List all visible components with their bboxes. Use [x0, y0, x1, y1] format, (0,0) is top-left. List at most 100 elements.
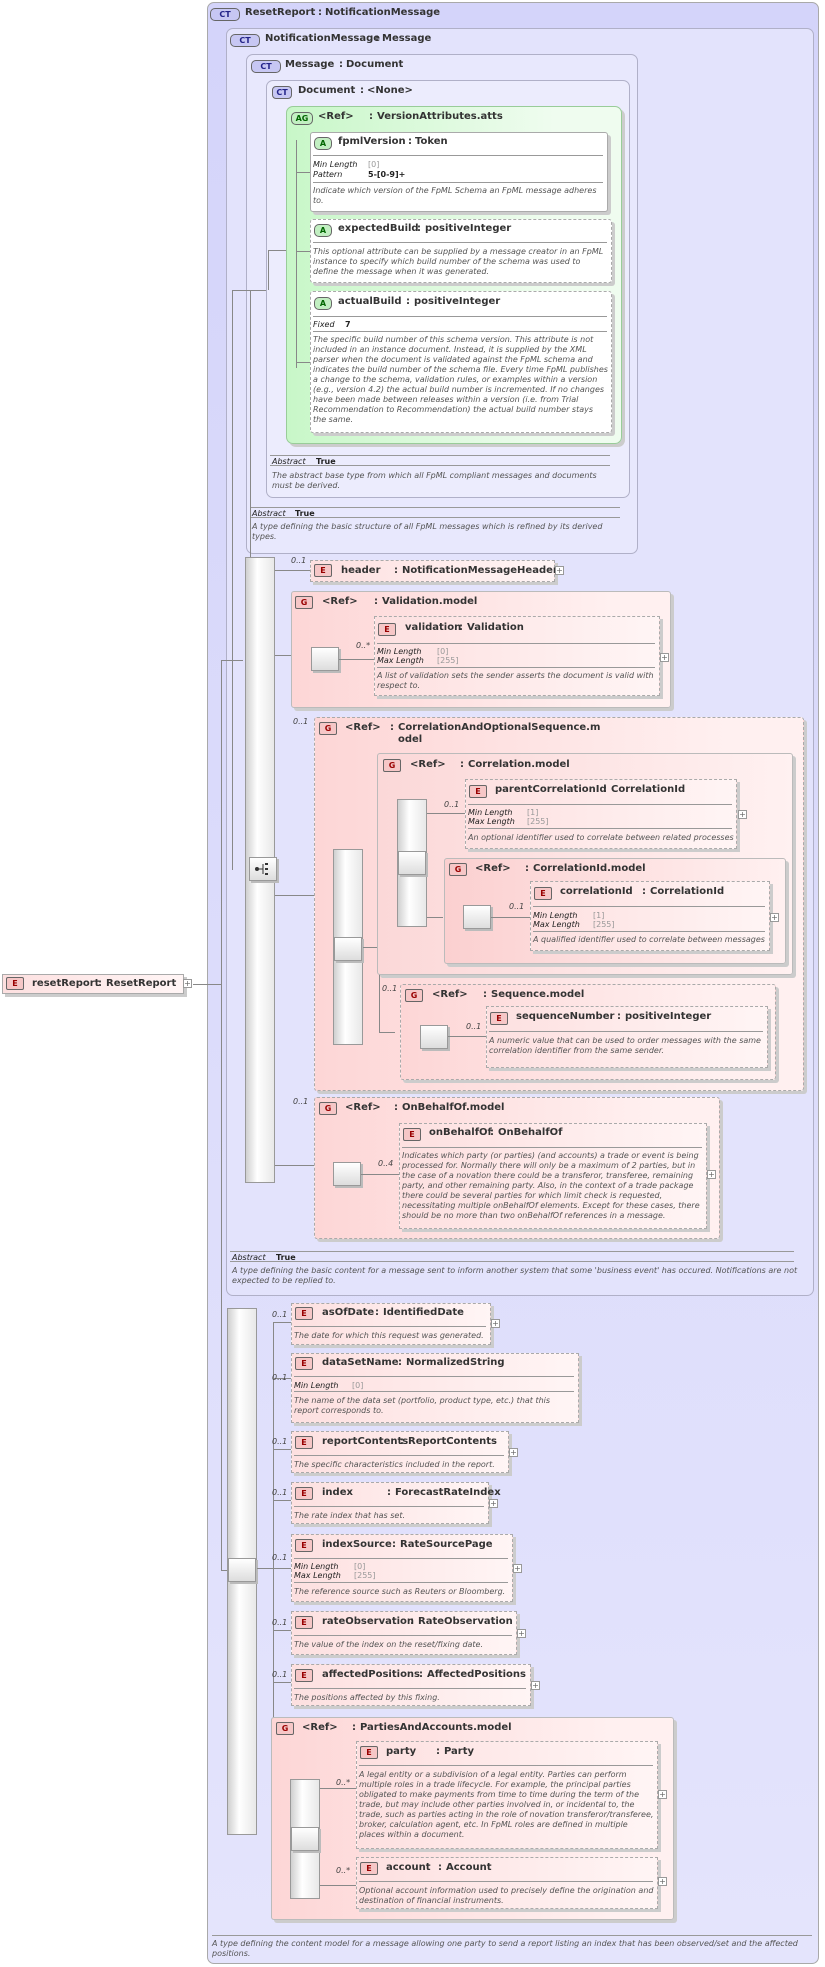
element-correlation-id[interactable] — [530, 881, 770, 951]
sequence-icon[interactable] — [311, 647, 339, 671]
element-report-contents[interactable] — [291, 1431, 509, 1473]
element-badge: E — [295, 1616, 313, 1629]
element-name: parentCorrelationId — [495, 784, 607, 795]
element-party[interactable] — [356, 1741, 658, 1849]
param-label: Min Length — [533, 911, 578, 920]
element-name: indexSource — [322, 1539, 392, 1550]
element-doc: The reference source such as Reuters or … — [294, 1587, 506, 1596]
abstract-label: Abstract — [272, 457, 306, 466]
group-ref: <Ref> — [410, 759, 446, 770]
param-value: 7 — [345, 320, 351, 329]
param-label: Min Length — [377, 647, 422, 656]
element-account[interactable] — [356, 1857, 658, 1909]
sep: : — [392, 1539, 396, 1550]
group-type: Validation.model — [382, 596, 478, 607]
sep: : — [525, 863, 529, 874]
ct-document-type: <None> — [367, 85, 413, 96]
sequence-icon[interactable] — [463, 905, 491, 929]
expand-icon[interactable]: + — [738, 810, 747, 819]
element-data-set-name[interactable] — [291, 1353, 579, 1423]
expand-icon[interactable]: + — [660, 653, 669, 662]
element-header[interactable] — [310, 560, 555, 582]
attr-fpml-name: fpmlVersion — [338, 136, 406, 147]
param-label: Max Length — [533, 920, 580, 929]
param-value: [255] — [354, 1571, 376, 1580]
expand-icon[interactable]: + — [707, 1170, 716, 1179]
element-as-of-date[interactable] — [291, 1303, 491, 1345]
param-label: Fixed — [313, 320, 335, 329]
element-doc: A legal entity or a subdivision of a leg… — [359, 1770, 654, 1839]
ct-reset-report-doc: A type defining the content model for a … — [212, 1939, 798, 1958]
sep: : — [460, 759, 464, 770]
element-name: sequenceNumber — [516, 1011, 615, 1022]
param-value: [1] — [593, 911, 605, 920]
cardinality: 0..1 — [444, 800, 460, 809]
sep: : — [394, 1102, 398, 1113]
expand-icon[interactable]: + — [517, 1629, 526, 1638]
sep: : — [375, 1307, 379, 1318]
element-affected-positions[interactable] — [291, 1664, 531, 1706]
expand-icon[interactable]: + — [513, 1564, 522, 1573]
expand-icon[interactable]: + — [770, 913, 779, 922]
sep: : — [438, 1862, 442, 1873]
sep: : — [617, 1011, 621, 1022]
element-validation[interactable] — [374, 616, 660, 696]
element-badge: E — [490, 1012, 508, 1025]
element-index-source[interactable] — [291, 1534, 513, 1602]
element-rate-observation[interactable] — [291, 1611, 517, 1655]
element-badge: E — [360, 1862, 378, 1875]
expand-icon[interactable]: + — [658, 1877, 667, 1886]
param-label: Max Length — [468, 817, 515, 826]
expand-icon[interactable]: + — [531, 1681, 540, 1690]
sequence-icon[interactable] — [398, 851, 426, 875]
element-sequence-number[interactable] — [486, 1006, 768, 1068]
sep: : — [375, 33, 379, 44]
expand-icon[interactable]: + — [555, 566, 564, 575]
param-value: 5-[0-9]+ — [368, 170, 406, 179]
sep: : — [339, 59, 343, 70]
group-type: Sequence.model — [491, 989, 585, 1000]
sep: : — [390, 722, 394, 733]
group-badge: G — [295, 596, 313, 609]
group-badge: G — [383, 759, 401, 772]
element-index[interactable] — [291, 1482, 489, 1524]
element-name: validation — [405, 622, 462, 633]
expand-icon[interactable]: + — [491, 1319, 500, 1328]
sep: : — [490, 1127, 494, 1138]
group-badge: G — [276, 1722, 294, 1735]
param-value: [1] — [527, 808, 539, 817]
element-name: account — [386, 1862, 431, 1873]
attr-fpml-doc: Indicate which version of the FpML Schem… — [313, 186, 597, 205]
expand-icon[interactable]: + — [509, 1448, 518, 1457]
expand-icon[interactable]: + — [489, 1499, 498, 1508]
sep: : — [642, 886, 646, 897]
sequence-icon[interactable] — [334, 937, 362, 961]
group-type: CorrelationAndOptionalSequence.m — [398, 722, 601, 733]
param-value: [0] — [437, 647, 449, 656]
expand-icon[interactable]: + — [658, 1790, 667, 1799]
sequence-icon[interactable] — [333, 1162, 361, 1186]
expand-icon[interactable]: + — [183, 979, 192, 988]
sep: : — [406, 296, 410, 307]
ct-document-name: Document — [298, 85, 356, 96]
param-value: [0] — [354, 1562, 366, 1571]
sequence-icon[interactable] — [420, 1025, 448, 1049]
group-ref: <Ref> — [302, 1722, 338, 1733]
ct-notification-type: Message — [382, 33, 432, 44]
element-name: header — [341, 565, 381, 576]
sep: : — [98, 978, 102, 989]
sequence-icon[interactable] — [228, 1558, 256, 1582]
sep: : — [374, 596, 378, 607]
attribute-badge: A — [314, 224, 332, 237]
cardinality: 0..1 — [466, 1022, 482, 1031]
element-parent-correlation-id[interactable] — [465, 779, 737, 849]
sep: : — [398, 1357, 402, 1368]
element-badge: E — [295, 1357, 313, 1370]
ct-notification-name: NotificationMessage — [265, 33, 381, 44]
attribute-actual-build — [310, 291, 612, 433]
element-name: affectedPositions — [322, 1669, 421, 1680]
element-on-behalf-of[interactable] — [399, 1123, 707, 1229]
element-badge: E — [295, 1669, 313, 1682]
sequence-icon[interactable] — [291, 1827, 319, 1851]
element-type: NotificationMessageHeader — [402, 565, 558, 576]
